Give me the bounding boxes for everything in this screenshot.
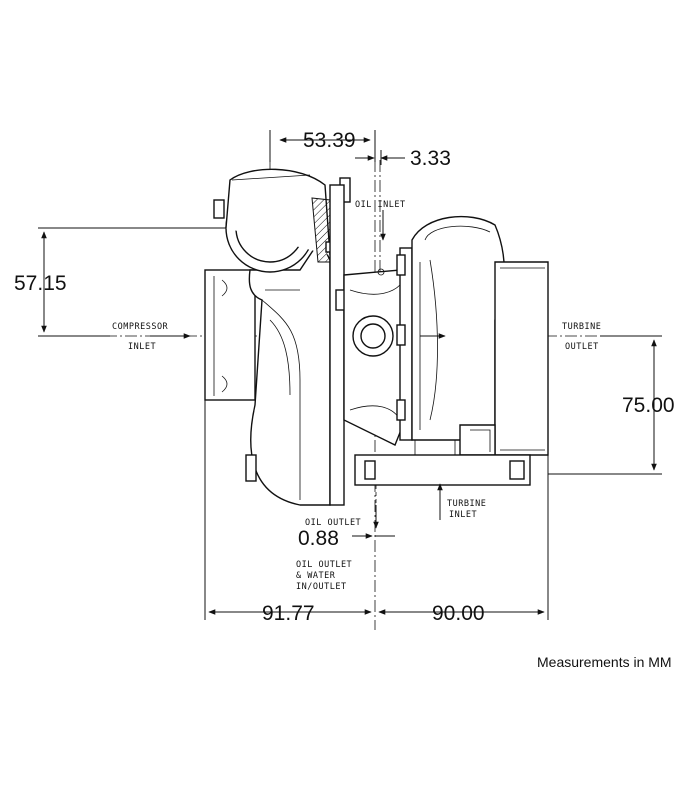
dim-57-15: 57.15 (14, 272, 67, 295)
units-caption: Measurements in MM (537, 654, 672, 670)
label-oil-water-3: IN/OUTLET (296, 582, 347, 592)
dim-90-00: 90.00 (432, 602, 485, 625)
dim-53-39: 53.39 (303, 129, 356, 152)
dimension-lines (38, 130, 662, 620)
compressor-housing (204, 168, 351, 506)
callout-labels: OIL INLET COMPRESSOR INLET TURBINE OUTLE… (112, 200, 601, 592)
label-oil-outlet: OIL OUTLET (305, 518, 361, 528)
label-oil-water-2: & WATER (296, 571, 336, 581)
center-housing (343, 268, 406, 446)
label-turbine-outlet-1: TURBINE (562, 322, 601, 332)
turbine-housing (354, 215, 549, 486)
dim-91-77: 91.77 (262, 602, 315, 625)
dim-0-88: 0.88 (298, 527, 339, 550)
label-oil-inlet: OIL INLET (355, 200, 406, 210)
label-turbine-inlet-1: TURBINE (447, 499, 486, 509)
dimension-values: 53.39 3.33 57.15 75.00 0.88 91.77 90.00 (14, 129, 675, 625)
dim-75-00: 75.00 (622, 394, 675, 417)
dim-3-33: 3.33 (410, 147, 451, 170)
label-compressor-inlet-2: INLET (128, 342, 156, 352)
label-oil-water-1: OIL OUTLET (296, 560, 352, 570)
label-turbine-outlet-2: OUTLET (565, 342, 599, 352)
label-compressor-inlet-1: COMPRESSOR (112, 322, 169, 332)
label-turbine-inlet-2: INLET (449, 510, 477, 520)
